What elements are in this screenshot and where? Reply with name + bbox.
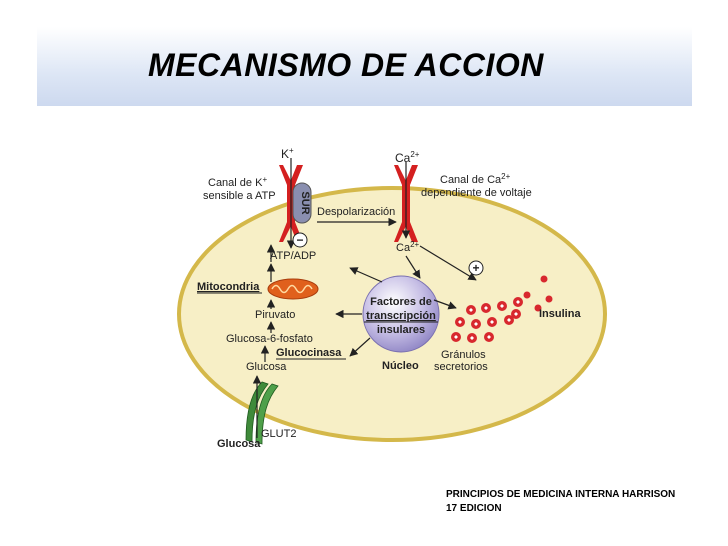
glucokinase-label: Glucocinasa	[276, 347, 342, 359]
k-channel-label-2: sensible a ATP	[203, 190, 276, 202]
granule	[484, 332, 494, 342]
insulin-label: Insulina	[539, 308, 581, 320]
granule	[481, 303, 491, 313]
transcription-factors-label-2: transcripción	[366, 310, 436, 322]
atp-adp-label: ATP/ADP	[270, 250, 316, 262]
ca-channel	[394, 162, 418, 242]
slide-title: MECANISMO DE ACCION	[148, 47, 544, 83]
granule	[471, 319, 481, 329]
transcription-factors-label-1: Factores de	[370, 296, 432, 308]
k-channel-label: Canal de K+	[208, 175, 267, 189]
nucleus-label: Núcleo	[382, 360, 419, 372]
granule	[513, 297, 523, 307]
ca-ion-inside-label: Ca2+	[396, 240, 420, 254]
ca-channel-label: Canal de Ca2+	[440, 172, 511, 186]
glut2-label: GLUT2	[261, 428, 296, 440]
transcription-factors-label-3: insulares	[377, 324, 425, 336]
pyruvate-label: Piruvato	[255, 309, 295, 321]
reference-line-2: 17 EDICION	[446, 503, 502, 514]
granule	[487, 317, 497, 327]
ca-to-granules-arrow	[419, 245, 477, 281]
granule	[497, 301, 507, 311]
svg-text:−: −	[296, 233, 303, 247]
sur-receptor: SUR	[292, 182, 312, 224]
nucleus-to-glucokinase-arrow	[349, 337, 371, 357]
insulin-molecules	[523, 275, 553, 312]
granule	[467, 333, 477, 343]
svg-text:+: +	[472, 261, 479, 275]
mitochondria-icon	[267, 278, 319, 300]
depolarization-label: Despolarización	[317, 206, 395, 218]
granule	[455, 317, 465, 327]
stimulation-sign: +	[468, 260, 484, 276]
reference-line-1: PRINCIPIOS DE MEDICINA INTERNA HARRISON	[446, 489, 676, 500]
nucleus: Factores de transcripción insulares	[362, 275, 440, 353]
granule	[451, 332, 461, 342]
ca-ion-top-label: Ca2+	[395, 150, 420, 165]
granules-label-1: Gránulos	[441, 349, 486, 361]
reference-citation: PRINCIPIOS DE MEDICINA INTERNA HARRISON …	[446, 488, 675, 516]
ca-channel-label-2: dependiente de voltaje	[421, 187, 532, 199]
inhibition-sign: −	[292, 232, 308, 248]
glut2-transporter	[245, 381, 279, 445]
title-band	[37, 27, 692, 106]
granule	[511, 309, 521, 319]
mitochondria-label: Mitocondria	[197, 281, 260, 293]
glucose-6-phosphate-label: Glucosa-6-fosfato	[226, 333, 313, 345]
granules-label-2: secretorios	[434, 361, 488, 373]
nucleus-to-depolarization-arrow	[349, 267, 383, 283]
granule	[466, 305, 476, 315]
granule	[504, 315, 514, 325]
ca-to-nucleus-arrow	[405, 255, 421, 279]
secretory-granules	[451, 297, 523, 343]
sur-label: SUR	[299, 191, 311, 214]
glucose-outside-label: Glucosa	[217, 438, 261, 450]
glucose-inside-label: Glucosa	[246, 361, 287, 373]
k-ion-label: K+	[281, 146, 294, 161]
k-atp-channel	[279, 158, 303, 249]
nucleus-to-granules-arrow	[433, 299, 457, 310]
